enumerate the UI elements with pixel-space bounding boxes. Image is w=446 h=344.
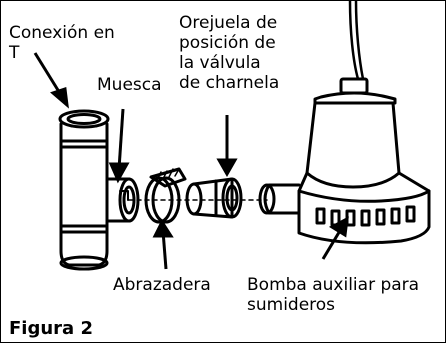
t-connection-fitting <box>58 109 140 271</box>
bilge-pump-label: Bomba auxiliar para sumideros <box>247 275 419 315</box>
hose-clamp <box>144 167 187 224</box>
t-connection-label: Conexión en T <box>9 23 115 63</box>
bilge-pump <box>258 77 431 245</box>
pump-cable <box>348 1 360 81</box>
t-connection-label-line1: Conexión en <box>9 23 115 43</box>
flap-valve-tab-line3: la válvula <box>179 53 261 73</box>
clamp-label: Abrazadera <box>113 275 211 295</box>
flap-valve-tab-line1: Orejuela de <box>179 13 278 33</box>
flap-valve-tab-label: Orejuela de posición de la válvula de ch… <box>179 13 279 93</box>
flap-valve-tab-line4: de charnela <box>179 73 280 93</box>
t-connection-label-line2: T <box>9 43 20 63</box>
flap-valve-tab-line2: posición de <box>179 33 276 53</box>
pump-cable-2 <box>354 1 365 81</box>
flap-valve <box>185 177 243 219</box>
figure-label: Figura 2 <box>9 318 93 339</box>
notch-label: Muesca <box>97 75 162 95</box>
bilge-pump-label-line2: sumideros <box>247 295 336 315</box>
bilge-pump-label-line1: Bomba auxiliar para <box>247 275 420 295</box>
